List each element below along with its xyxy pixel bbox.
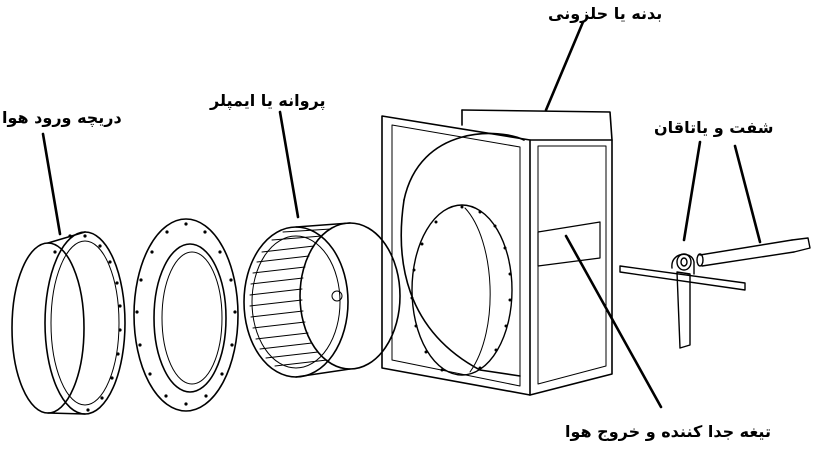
label-impeller: پروانه یا ایمپلر <box>210 91 326 110</box>
shaft-bearing-part <box>619 237 811 349</box>
impeller-part <box>243 222 401 378</box>
leader-lines <box>41 20 762 409</box>
label-shaft-bearing: شفت و یاتاقان <box>654 118 774 137</box>
inlet-flange-part <box>133 218 239 412</box>
label-blade-outlet: تیغه جدا کننده و خروج هوا <box>565 422 771 441</box>
housing-part <box>381 109 613 396</box>
inlet-cone-part <box>11 231 126 415</box>
label-housing: بدنه یا حلزونی <box>548 4 663 23</box>
label-inlet: دریچه ورود هوا <box>2 108 122 127</box>
